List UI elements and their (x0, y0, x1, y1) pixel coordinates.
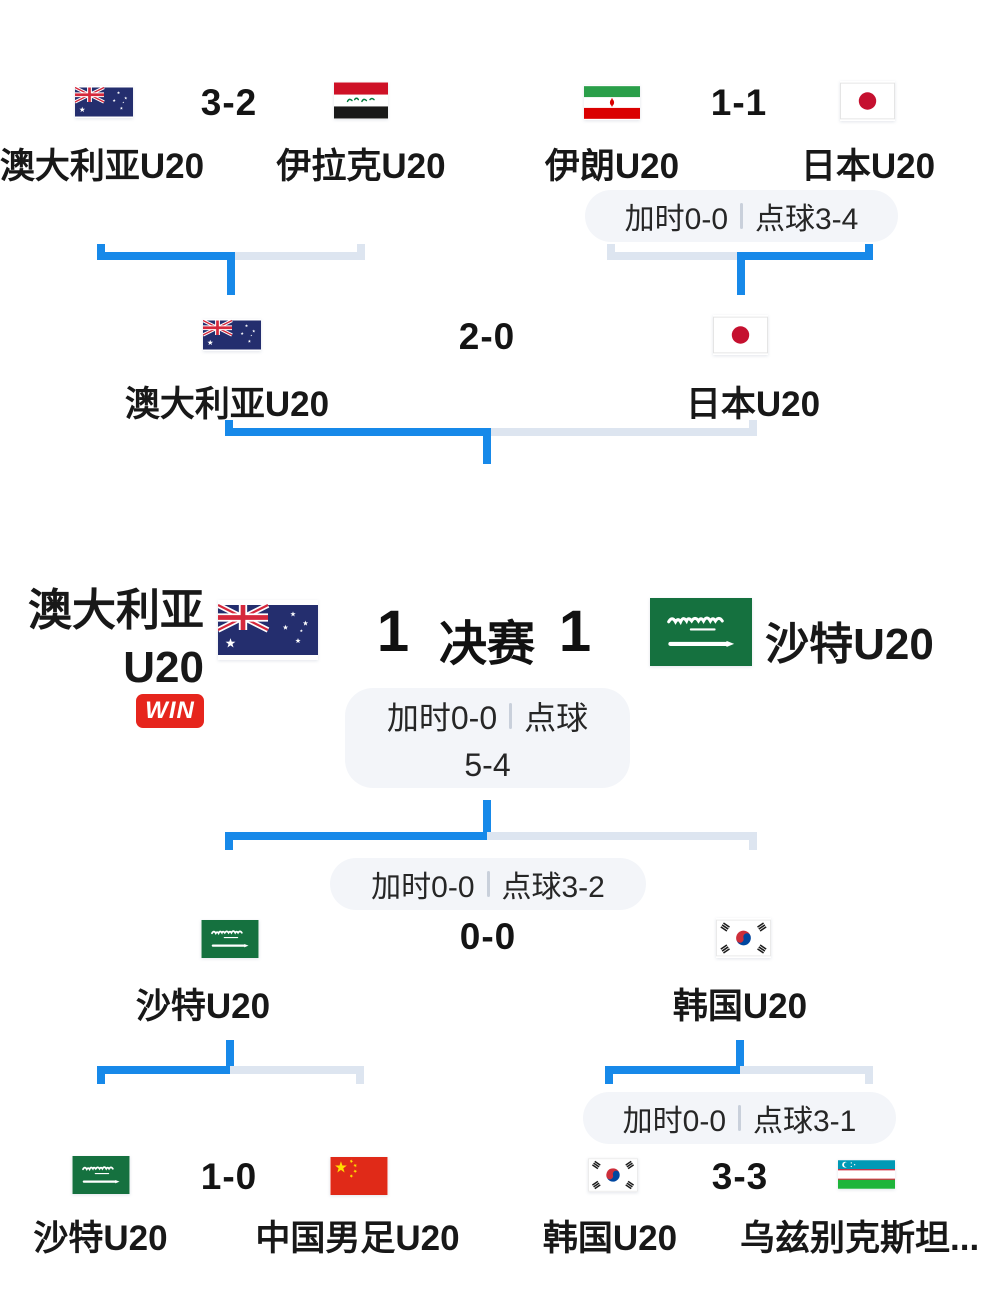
bracket-connector (231, 252, 365, 260)
team-name: 沙特U20 (135, 987, 271, 1026)
bracket-connector (225, 832, 491, 840)
bracket-connector (97, 252, 235, 260)
bracket-connector (356, 1074, 364, 1084)
note-divider (486, 871, 490, 897)
bracket-connector (483, 800, 491, 833)
team-name: 澳大利亚U20 (124, 385, 330, 424)
australia-flag (75, 86, 133, 118)
bracket-connector (749, 420, 757, 436)
team-name: 日本U20 (800, 147, 936, 186)
extra-time-note: 加时0-0 点球 5-4 (345, 688, 630, 788)
team-name: 韩国U20 (542, 1219, 678, 1258)
penalty-score: 5-4 (464, 746, 511, 783)
match-score: 1-0 (200, 1156, 258, 1197)
bracket-connector (749, 840, 757, 850)
bracket-connector (605, 1066, 744, 1074)
bracket-connector (483, 428, 491, 464)
bracket-connector (97, 1074, 105, 1084)
team-name: 乌兹别克斯坦... (740, 1219, 980, 1258)
saudi-arabia-flag (650, 598, 752, 666)
australia-flag (203, 319, 261, 351)
saudi-arabia-flag (201, 920, 259, 958)
penalty-text: 点球3-4 (755, 203, 859, 236)
extra-time-text: 加时0-0 (371, 871, 475, 904)
south-korea-flag (716, 918, 771, 958)
bracket-connector (486, 428, 757, 436)
final-home-name-line2: U20 (123, 643, 204, 693)
penalty-text: 点球3-1 (753, 1105, 857, 1138)
team-name: 伊拉克U20 (276, 147, 446, 186)
match-score: 3-2 (200, 82, 258, 123)
bracket-connector (226, 1040, 234, 1068)
bracket-connector (736, 1040, 744, 1068)
china-flag (330, 1157, 388, 1195)
note-divider (509, 702, 513, 729)
bracket-connector (865, 244, 873, 260)
extra-time-text: 加时0-0 (622, 1105, 726, 1138)
team-name: 沙特U20 (33, 1219, 168, 1258)
iraq-flag (334, 82, 388, 119)
japan-flag (713, 315, 768, 355)
iran-flag (584, 85, 640, 120)
team-name: 伊朗U20 (544, 147, 680, 186)
penalty-text: 点球 (524, 699, 589, 736)
south-korea-flag (588, 1158, 638, 1192)
note-divider (738, 1105, 741, 1131)
team-name: 日本U20 (685, 385, 821, 424)
bracket-connector (487, 832, 757, 840)
team-name: 中国男足U20 (255, 1219, 460, 1258)
penalty-text: 点球3-2 (501, 871, 605, 904)
winner-badge: WIN (136, 694, 204, 728)
bracket-connector (97, 1066, 234, 1074)
extra-time-text: 加时0-0 (624, 203, 728, 236)
japan-flag (840, 81, 895, 121)
australia-flag (218, 600, 318, 660)
extra-time-note: 加时0-0 点球3-2 (330, 858, 646, 910)
uzbekistan-flag (838, 1160, 895, 1189)
note-divider (740, 203, 743, 229)
bracket-connector (607, 252, 741, 260)
extra-time-note: 加时0-0 点球3-1 (583, 1092, 896, 1144)
final-away-name: 沙特U20 (765, 620, 934, 669)
extra-time-text: 加时0-0 (386, 699, 498, 736)
bracket-connector (865, 1074, 873, 1084)
bracket-connector (225, 840, 233, 850)
extra-time-note: 加时0-0 点球3-4 (585, 190, 898, 242)
bracket-connector (357, 244, 365, 260)
bracket-connector (605, 1074, 613, 1084)
bracket-connector (227, 252, 235, 295)
final-title: 决赛 (438, 618, 535, 671)
bracket-connector (737, 252, 873, 260)
saudi-arabia-flag (72, 1156, 130, 1194)
bracket-connector (230, 1066, 364, 1074)
team-name: 韩国U20 (672, 987, 808, 1026)
bracket-connector (737, 252, 745, 295)
match-score: 2-0 (458, 316, 516, 357)
bracket-connector (740, 1066, 873, 1074)
final-away-score: 1 (558, 599, 592, 664)
final-home-name: 澳大利亚 U20 (0, 582, 204, 696)
match-score: 1-1 (710, 82, 768, 123)
final-home-name-line1: 澳大利亚 (28, 586, 204, 635)
match-score: 0-0 (459, 916, 517, 957)
final-home-score: 1 (376, 599, 410, 664)
match-score: 3-3 (711, 1156, 769, 1197)
bracket-connector (225, 428, 490, 436)
team-name: 澳大利亚U20 (0, 147, 205, 186)
